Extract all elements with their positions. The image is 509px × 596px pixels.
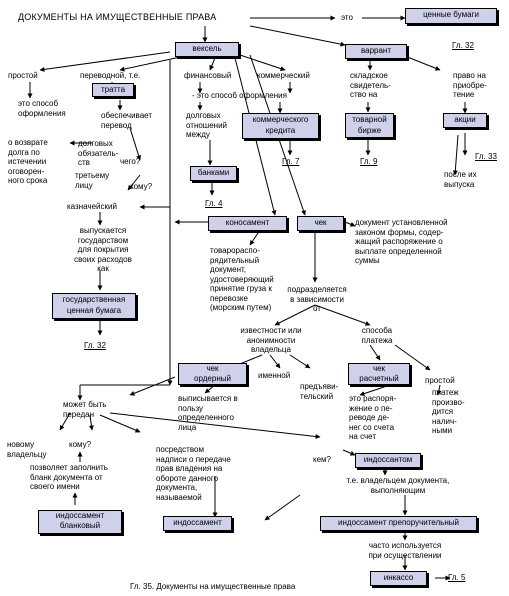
caption: Гл. 35. Документы на имущественные права [130, 582, 296, 591]
endorsement-box: индоссамент [163, 516, 232, 531]
divided-depending-label: подразделяется в зависимости от [287, 285, 347, 313]
eto-label: это [341, 13, 353, 22]
right-to-acquire-label: право на приобре- тение [453, 71, 487, 99]
question-what: чего? [120, 157, 141, 166]
simple-bill: простой [8, 71, 38, 80]
endorser-box: индоссантом [355, 453, 421, 468]
can-be-transferred-label: может быть передан [63, 400, 107, 419]
gov-security-box: государственная ценная бумага [52, 293, 136, 319]
third-person-label: третьему лицу [75, 171, 110, 190]
by-inscription-label: посредством надписи о передаче прав влад… [156, 445, 231, 502]
issued-for-label: выписывается в пользу определенного лица [178, 394, 238, 432]
ensures-label: обеспечивает перевод [101, 111, 152, 130]
ref-4: Гл. 4 [205, 199, 223, 208]
draft-box: тратта [92, 83, 134, 97]
treasury-label: казначейский [67, 202, 117, 211]
warehouse-cert-label: складское свидетель- ство на [350, 71, 391, 99]
ref-9: Гл. 9 [360, 157, 378, 166]
bill-box: вексель [175, 42, 239, 57]
order-cheque-box: чек ордерный [178, 363, 247, 385]
bill-of-lading-box: коносамент [208, 216, 287, 231]
new-owner-label: новому владельцу [7, 440, 47, 459]
commercial-bill: коммерческий [257, 71, 310, 80]
ref-32b: Гл. 32 [84, 341, 106, 350]
simple-bill-desc: это способ оформления [18, 99, 66, 118]
after-issue-label: после их выпуска [444, 170, 477, 189]
bol-desc: товарораспо- рядительный документ, удост… [210, 246, 274, 312]
diagram-title: ДОКУМЕНТЫ НА ИМУЩЕСТВЕННЫЕ ПРАВА [18, 12, 217, 22]
i-e-owner-label: т.е. владельцем документа, выполняющим [346, 476, 450, 495]
issued-by-state-label: выпускается государством для покрытия св… [74, 226, 132, 273]
allows-fill-label: позволяет заполнить бланк документа от с… [30, 463, 108, 491]
question-whom-2: кому? [69, 440, 92, 449]
cheque-box: чек [297, 216, 344, 231]
collection-box: инкассо [370, 571, 427, 586]
known-owner-label: известности или анонимности владельца [240, 326, 302, 354]
shares-box: акции [443, 113, 487, 128]
question-by-whom: кем? [313, 455, 331, 464]
question-whom: кому? [130, 182, 153, 191]
ref-5: Гл. 5 [448, 573, 466, 582]
often-used-label: часто используется при осуществлении [368, 541, 442, 560]
simple-payment-label: платеж произво- дится налич- ными [432, 388, 465, 435]
commodity-exchange-box: товарной бирже [345, 113, 394, 138]
debt-obligations-label: долговых обязатель- ств [78, 139, 119, 167]
return-part-label: о возврате долга по истечении оговорен- … [8, 138, 48, 185]
ref-33: Гл. 33 [475, 152, 497, 161]
transfer-bill: переводной, т.е. [80, 71, 141, 80]
is-method-label: - это способ оформления [192, 91, 287, 100]
procuration-endorsement-box: индоссамент препоручительный [320, 516, 477, 531]
settlement-cheque-box: чек расчетный [348, 363, 410, 385]
commercial-credit-box: коммерческого кредита [242, 113, 319, 139]
payment-order-label: это распоря- жение о пе- реводе де- нег … [349, 394, 397, 441]
debt-relations-label: долговых отношений между [186, 111, 228, 139]
simple-cheque: простой [425, 376, 455, 385]
ref-7: Гл. 7 [282, 157, 300, 166]
banks-box: банками [190, 166, 237, 181]
financial-bill: финансовый [184, 71, 232, 80]
payment-method-label: способа платежа [361, 326, 393, 345]
warrant-box: варрант [345, 44, 407, 59]
cheque-desc: документ установленной законом формы, со… [355, 218, 448, 265]
named-cheque: именной [258, 371, 291, 380]
bearer-cheque: предъяви- тельский [300, 382, 339, 401]
ref-top-right: Гл. 32 [452, 41, 474, 50]
blank-endorsement-box: индоссамент бланковый [38, 510, 122, 534]
securities-box: ценные бумаги [405, 8, 497, 24]
